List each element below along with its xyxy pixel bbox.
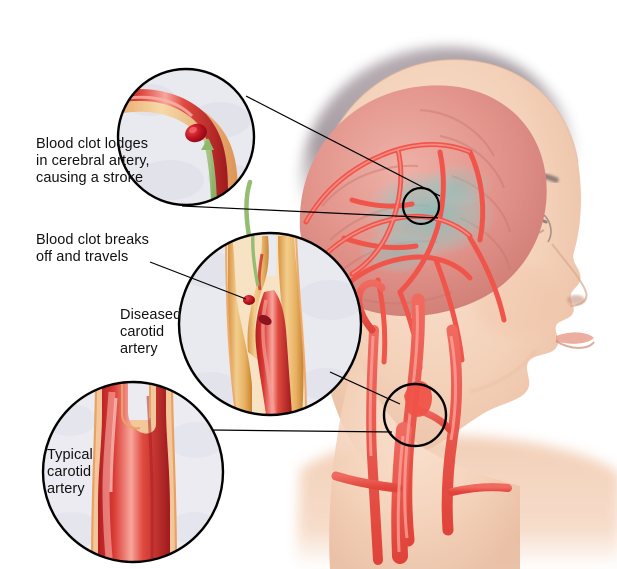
label-blood-clot-breaks: Blood clot breaks off and travels [36, 232, 149, 265]
cerebral-arteries-highlight [305, 143, 471, 275]
breaking-clot [243, 295, 255, 305]
label-blood-clot-lodges: Blood clot lodges in cerebral artery, ca… [36, 136, 150, 186]
plaque-mid [247, 236, 269, 360]
leader-clot-breaks [149, 261, 247, 300]
brain [299, 85, 547, 317]
marker-carotid-bifurcation [382, 382, 448, 448]
nose [551, 243, 588, 307]
clot-fragment [258, 314, 272, 326]
plaque-right [278, 236, 304, 415]
inset-typical-carotid [41, 380, 225, 564]
inset-cerebral-clot [116, 67, 256, 207]
plaque-left [228, 236, 252, 415]
arrowhead [201, 138, 214, 150]
leader-inset-a-to-brain [245, 95, 441, 197]
label-typical-carotid: Typical carotid artery [47, 447, 93, 497]
leader-horizontal-to-brain [181, 205, 439, 219]
lips [555, 332, 595, 349]
marker-brain-occlusion [401, 186, 441, 226]
jawline [469, 349, 538, 394]
label-diseased-carotid: Diseased carotid artery [120, 307, 182, 357]
leader-inset-c-to-neck [211, 429, 393, 433]
